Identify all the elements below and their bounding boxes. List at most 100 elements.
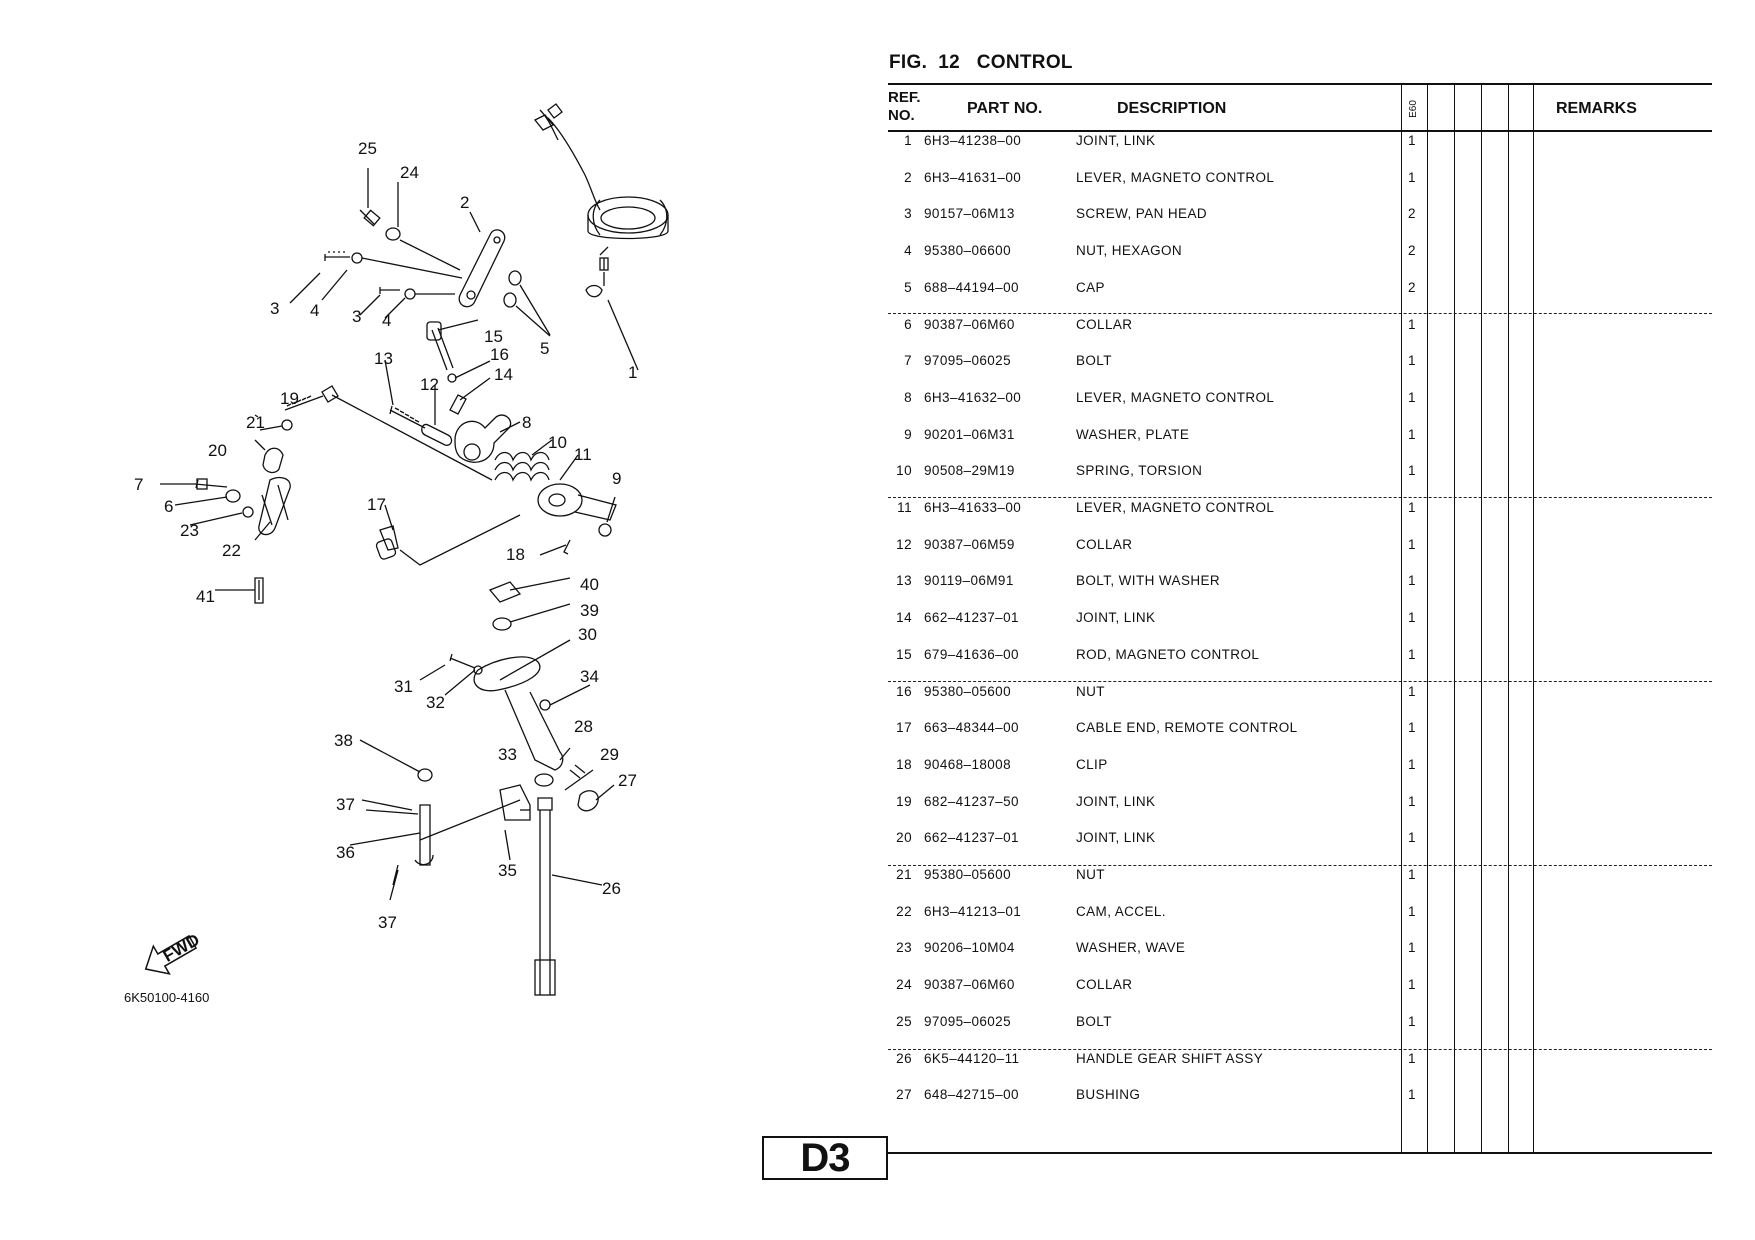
row-description: WASHER, PLATE (1076, 426, 1190, 442)
header-part-no: PART NO. (967, 100, 1043, 117)
row-part-no: 662–41237–01 (924, 830, 1019, 846)
callout-20: 20 (208, 441, 227, 460)
row-part-no: 6H3–41631–00 (924, 169, 1022, 185)
row-description: COLLAR (1076, 316, 1133, 332)
table-top-rule (888, 83, 1712, 85)
row-description: LEVER, MAGNETO CONTROL (1076, 389, 1275, 405)
row-description: JOINT, LINK (1076, 610, 1156, 626)
callout-4a: 4 (310, 301, 319, 320)
page-badge: D3 (762, 1136, 888, 1180)
header-ref-no: REF. NO. (888, 89, 921, 124)
row-part-no: 90157–06M13 (924, 206, 1015, 222)
callout-3a: 3 (270, 299, 279, 318)
callout-27: 27 (618, 771, 637, 790)
row-ref-no: 12 (896, 536, 912, 552)
callout-21: 21 (246, 413, 265, 432)
group-separator (888, 865, 1712, 866)
row-quantity: 1 (1408, 536, 1416, 552)
row-part-no: 90206–10M04 (924, 940, 1015, 956)
row-ref-no: 21 (896, 867, 912, 882)
row-quantity: 1 (1408, 389, 1416, 405)
row-ref-no: 14 (896, 610, 912, 626)
row-quantity: 1 (1408, 756, 1416, 772)
row-ref-no: 25 (896, 1013, 912, 1029)
column-divider (1533, 83, 1534, 1153)
row-ref-no: 22 (896, 903, 912, 919)
row-ref-no: 3 (904, 206, 912, 222)
row-description: BOLT, WITH WASHER (1076, 573, 1221, 589)
row-quantity: 1 (1408, 1013, 1416, 1029)
row-quantity: 1 (1408, 646, 1416, 662)
callout-14: 14 (494, 365, 513, 384)
row-quantity: 1 (1408, 169, 1416, 185)
callout-30: 30 (578, 625, 597, 644)
row-quantity: 1 (1408, 1050, 1416, 1066)
figure-title: FIG. 12 CONTROL (889, 52, 1073, 73)
column-divider (1481, 83, 1482, 1153)
row-quantity: 1 (1408, 353, 1416, 369)
row-quantity: 1 (1408, 500, 1416, 515)
row-description: ROD, MAGNETO CONTROL (1076, 646, 1260, 662)
callout-39: 39 (580, 601, 599, 620)
callout-29: 29 (600, 745, 619, 764)
row-ref-no: 23 (896, 940, 912, 956)
row-ref-no: 1 (904, 133, 912, 148)
callout-35: 35 (498, 861, 517, 880)
callout-36: 36 (336, 843, 355, 862)
row-ref-no: 2 (904, 169, 912, 185)
row-quantity: 1 (1408, 977, 1416, 993)
header-model-e60: E60 (1408, 100, 1419, 118)
callout-16: 16 (490, 345, 509, 364)
row-part-no: 663–48344–00 (924, 720, 1019, 736)
group-separator (888, 313, 1712, 314)
row-part-no: 90119–06M91 (924, 573, 1014, 589)
row-ref-no: 16 (896, 683, 912, 699)
callout-11: 11 (574, 445, 592, 464)
row-part-no: 95380–05600 (924, 683, 1011, 699)
row-part-no: 97095–06025 (924, 353, 1011, 369)
column-divider (1508, 83, 1509, 1153)
callout-6: 6 (164, 497, 173, 516)
callout-13: 13 (374, 349, 393, 368)
row-ref-no: 18 (896, 756, 912, 772)
group-separator (888, 1049, 1712, 1050)
row-description: NUT (1076, 867, 1105, 882)
callout-28: 28 (574, 717, 593, 736)
row-description: LEVER, MAGNETO CONTROL (1076, 500, 1275, 515)
row-quantity: 1 (1408, 720, 1416, 736)
row-part-no: 662–41237–01 (924, 610, 1019, 626)
row-description: CAM, ACCEL. (1076, 903, 1166, 919)
row-quantity: 1 (1408, 573, 1416, 589)
row-part-no: 97095–06025 (924, 1013, 1011, 1029)
callout-25: 25 (358, 139, 377, 158)
row-ref-no: 24 (896, 977, 912, 993)
row-ref-no: 4 (904, 243, 912, 259)
callout-1: 1 (628, 363, 637, 382)
parts-table: REF. NO. PART NO. DESCRIPTION E60 REMARK… (888, 83, 1712, 1153)
row-quantity: 1 (1408, 793, 1416, 809)
row-part-no: 90201–06M31 (924, 426, 1015, 442)
row-quantity: 1 (1408, 610, 1416, 626)
callout-33: 33 (498, 745, 517, 764)
callout-32: 32 (426, 693, 445, 712)
row-description: WASHER, WAVE (1076, 940, 1186, 956)
row-ref-no: 15 (896, 646, 912, 662)
callout-12: 12 (420, 375, 439, 394)
header-bottom-rule (888, 130, 1712, 132)
callout-37b: 37 (378, 913, 397, 932)
table-bottom-rule (886, 1152, 1712, 1154)
row-description: SCREW, PAN HEAD (1076, 206, 1208, 222)
callout-38: 38 (334, 731, 353, 750)
row-quantity: 1 (1408, 463, 1416, 479)
row-part-no: 6H3–41213–01 (924, 903, 1022, 919)
callout-24: 24 (400, 163, 419, 182)
